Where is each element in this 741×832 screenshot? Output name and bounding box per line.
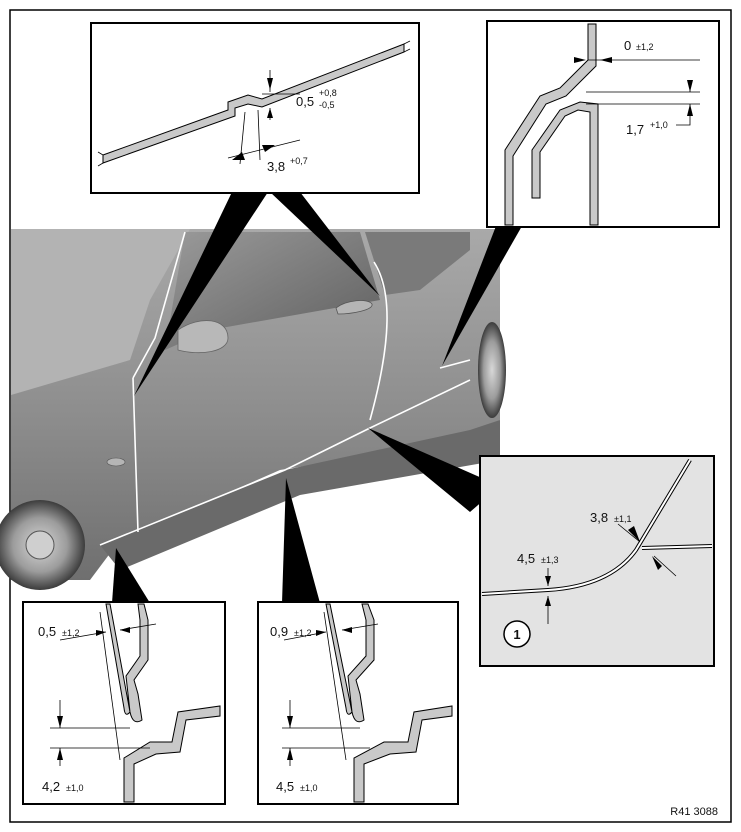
front-wheel-hub <box>25 530 55 560</box>
bpillar-arrow-top <box>687 80 693 92</box>
roof-end-left <box>97 151 104 167</box>
rear-dim-lines <box>282 611 379 766</box>
front-door-profile <box>105 603 149 723</box>
corner-arrow-b <box>652 556 662 570</box>
windshield <box>11 229 190 395</box>
front-arrow-right <box>120 627 130 633</box>
bpillar-gap-tol: +1,0 <box>650 120 668 130</box>
door-seam-bpillar <box>439 359 471 369</box>
roof-arrow-top <box>267 78 273 90</box>
roof-arrow-left <box>232 152 245 160</box>
pointer-bpillar <box>442 226 522 366</box>
sill-gap-branch-inner <box>641 545 713 549</box>
side-mirror <box>177 320 229 354</box>
door-seam-rear <box>369 261 388 421</box>
corner-arrow-a <box>628 526 640 542</box>
corner-gap-tol: ±1,1 <box>614 514 631 524</box>
roof-arrow-bottom <box>267 108 273 118</box>
front-flush-value: 0,5 <box>38 624 56 639</box>
pointer-front <box>112 548 150 603</box>
roof-offset-value: 3,8 <box>267 159 285 174</box>
position-marker-label: 1 <box>513 627 520 642</box>
rear-arrow-left <box>316 630 326 636</box>
sill-arrow-top <box>545 576 551 586</box>
front-arrow-top <box>57 716 63 728</box>
detail-sill-gap: 4,5 ±1,3 3,8 ±1,1 1 <box>479 455 715 667</box>
detail-roof-frame <box>90 22 420 194</box>
rear-wheel <box>478 322 506 418</box>
roof-gap-tol-lower: -0,5 <box>319 100 335 110</box>
rear-flush-tol: ±1,2 <box>294 628 311 638</box>
bpillar-arrow-bottom <box>687 104 693 116</box>
bpillar-door-profile <box>504 23 597 226</box>
bpillar-arrow-right <box>600 57 612 63</box>
front-arrow-left <box>96 630 106 636</box>
rear-side-window <box>365 232 470 295</box>
rear-arrow-bottom <box>287 748 293 760</box>
roof-end-right <box>403 40 411 53</box>
pointer-roof-left <box>134 192 268 396</box>
front-dim-lines <box>50 611 157 766</box>
bpillar-gap-value: 1,7 <box>626 122 644 137</box>
pointer-sill <box>368 428 500 512</box>
pointer-rear <box>282 478 320 603</box>
rear-gap-value: 4,5 <box>276 779 294 794</box>
detail-rear-gap: 0,9 ±1,2 4,5 ±1,0 <box>257 601 459 805</box>
rear-arrow-right <box>342 627 352 633</box>
rear-flush-value: 0,9 <box>270 624 288 639</box>
front-arrow-bottom <box>57 748 63 760</box>
roof-offset-tol: +0,7 <box>290 156 308 166</box>
bpillar-body-profile <box>531 101 599 226</box>
door-seam-top <box>132 231 186 379</box>
rear-body-profile <box>353 705 453 803</box>
bpillar-arrow-left <box>574 57 586 63</box>
rear-door-profile <box>325 603 375 723</box>
rear-arrow-top <box>287 716 293 728</box>
side-indicator <box>106 457 126 467</box>
sill-gap-tol: ±1,3 <box>541 555 558 565</box>
bpillar-flush-value: 0 <box>624 38 631 53</box>
front-gap-tol: ±1,0 <box>66 783 83 793</box>
rear-gap-tol: ±1,0 <box>300 783 317 793</box>
sill-gap-value: 4,5 <box>517 551 535 566</box>
detail-roof-gap: 0,5 +0,8 -0,5 3,8 +0,7 <box>90 22 420 194</box>
detail-bpillar-gap: 0 ±1,2 1,7 +1,0 <box>486 20 720 228</box>
pointer-roof-right <box>270 192 380 296</box>
roof-gap-value: 0,5 <box>296 94 314 109</box>
sill-arrow-bottom <box>545 596 551 606</box>
detail-front-gap: 0,5 ±1,2 4,2 ±1,0 <box>22 601 226 805</box>
roof-arrow-right <box>262 145 275 152</box>
door-seam-sill <box>99 379 471 546</box>
rocker-panel <box>100 420 500 570</box>
sill-gap-curve-inner <box>481 459 691 595</box>
front-flush-tol: ±1,2 <box>62 628 79 638</box>
reference-code: R41 3088 <box>670 806 718 818</box>
car-illustration <box>0 229 506 590</box>
bpillar-flush-tol: ±1,2 <box>636 42 653 52</box>
position-marker-circle <box>503 620 531 648</box>
corner-gap-value: 3,8 <box>590 510 608 525</box>
front-gap-value: 4,2 <box>42 779 60 794</box>
door-handle <box>335 300 373 315</box>
roof-gap-tol-upper: +0,8 <box>319 88 337 98</box>
pointers <box>112 192 522 603</box>
front-body-profile <box>123 705 221 803</box>
door-seam-front <box>132 377 139 533</box>
